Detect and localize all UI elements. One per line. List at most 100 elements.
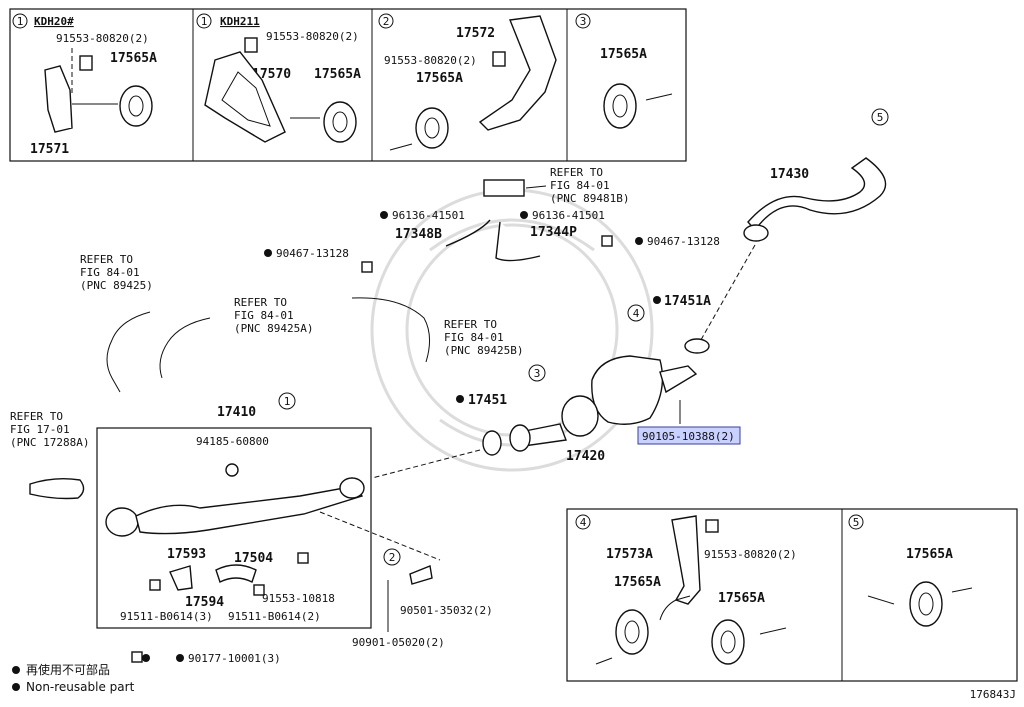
assembly-frame: [96, 427, 372, 629]
ref-line: REFER TO: [444, 318, 497, 331]
part-label: 91553-80820(2): [266, 30, 359, 43]
legend: 再使用不可部品 Non-reusable part: [12, 662, 134, 696]
part-label: 90105-10388(2): [642, 430, 735, 443]
silencer-body: [591, 355, 664, 425]
ref-line: FIG 84-01: [550, 179, 610, 192]
bolt-icon: [79, 55, 93, 71]
detail-box-kdh211: 1 KDH211 91553-80820(2) 17570 17565A: [196, 13, 361, 143]
bolt-icon: [492, 51, 506, 67]
part-label: 17571: [30, 142, 69, 157]
dot-icon: [12, 666, 20, 674]
clamp-icon: [601, 235, 613, 247]
part-label: 17451: [468, 393, 507, 408]
figure-number: 176843J: [969, 688, 1016, 701]
mount-17565a: [415, 107, 449, 149]
part-label: 17565A: [906, 547, 953, 562]
detail-box-2: 2 17572 91553-80820(2) 17565A: [378, 13, 557, 151]
part-label: 96136-41501: [532, 209, 605, 222]
bracket-17572: [478, 15, 557, 131]
part-label: 90901-05020(2): [352, 636, 445, 649]
tail-pipe-17430: 17430 5: [697, 108, 889, 346]
nut-icon: [131, 651, 143, 663]
ref-line: (PNC 89425A): [234, 322, 313, 335]
gasket-17451a: [684, 338, 710, 354]
part-label: 90467-13128: [647, 235, 720, 248]
mount-17565a: [909, 581, 943, 627]
part-label: 91511-B0614(2): [228, 610, 321, 623]
pressure-sensor-icon: [483, 179, 525, 197]
hose-17344p: [495, 221, 541, 262]
mount-17565a: [603, 83, 637, 129]
box-marker: 5: [853, 516, 860, 529]
clamp-icon: [361, 261, 373, 273]
box-marker: 1: [17, 15, 24, 28]
marker-3: 3: [534, 367, 541, 380]
part-label: 17420: [566, 449, 605, 464]
pipe-17430: [747, 157, 887, 232]
sensor-89425b-wire: [351, 297, 430, 363]
box-marker: 4: [580, 516, 587, 529]
mount-17565a: [119, 85, 153, 127]
front-pipe-assembly-17410: 17410 1 94185-60800 2 17593 17504 17594 …: [96, 392, 401, 629]
catalytic-converter: [135, 485, 364, 535]
sensor-89425-wire: [106, 311, 151, 393]
mount-17565a: [323, 101, 357, 143]
part-label: 17344P: [530, 225, 577, 240]
ref-line: (PNC 89481B): [550, 192, 629, 205]
part-label: 17573A: [606, 547, 653, 562]
bracket-17570: [204, 51, 286, 143]
part-label: 17451A: [664, 294, 711, 309]
part-label: 17410: [217, 405, 256, 420]
ref-line: FIG 17-01: [10, 423, 70, 436]
hose-group: 96136-41501 96136-41501 17348B 17344P 90…: [264, 209, 720, 273]
ref-line: (PNC 89425): [80, 279, 153, 292]
part-label: 91553-80820(2): [384, 54, 477, 67]
part-label: 17430: [770, 167, 809, 182]
ref-line: REFER TO: [80, 253, 133, 266]
part-label: 17570: [252, 67, 291, 82]
top-detail-frame: [9, 8, 687, 162]
part-label: 90177-10001(3): [188, 652, 281, 665]
legend-row-en: Non-reusable part: [12, 679, 134, 696]
bolt-icon: [253, 584, 265, 596]
detail-box-kdh20: 1 KDH20# 91553-80820(2) 17565A 17571: [12, 13, 157, 157]
bolt-icon: [705, 519, 719, 533]
part-label: 91511-B0614(3): [120, 610, 213, 623]
detail-box-4: 4 17573A 91553-80820(2) 17565A 17565A: [575, 514, 797, 665]
part-label: 96136-41501: [392, 209, 465, 222]
bracket-17571: [44, 65, 73, 133]
part-label: 17565A: [110, 51, 157, 66]
ref-line: REFER TO: [10, 410, 63, 423]
part-label: 91553-10818: [262, 592, 335, 605]
part-label: 17565A: [718, 591, 765, 606]
bracket-17573a: [671, 515, 701, 605]
ref-line: REFER TO: [234, 296, 287, 309]
part-label: 17565A: [600, 47, 647, 62]
bottom-detail-frame: [566, 508, 1018, 682]
detail-box-5: 5 17565A: [848, 514, 973, 627]
part-label: 17593: [167, 547, 206, 562]
gasket-17451: [482, 430, 502, 456]
part-label: 91553-80820(2): [704, 548, 797, 561]
part-label: 17594: [185, 595, 224, 610]
sensor-89425a-wire: [159, 317, 211, 379]
highlighted-part-90105[interactable]: [637, 426, 741, 445]
marker-4: 4: [633, 307, 640, 320]
sensor-refs: REFER TO FIG 84-01 (PNC 89425) REFER TO …: [10, 253, 523, 500]
part-label: 17572: [456, 26, 495, 41]
marker-1: 1: [284, 395, 291, 408]
marker-2: 2: [389, 551, 396, 564]
part-label: 17348B: [395, 227, 442, 242]
part-label: 17565A: [614, 575, 661, 590]
part-label: 17504: [234, 551, 273, 566]
ref-line: REFER TO: [550, 166, 603, 179]
box-title: KDH211: [220, 15, 260, 28]
box-marker: 1: [201, 15, 208, 28]
ref-line: (PNC 17288A): [10, 436, 89, 449]
legend-en: Non-reusable part: [26, 680, 135, 694]
part-label: 17565A: [416, 71, 463, 86]
box-title: KDH20#: [34, 15, 74, 28]
bolt-icon: [149, 579, 161, 591]
ref-line: FIG 84-01: [234, 309, 294, 322]
